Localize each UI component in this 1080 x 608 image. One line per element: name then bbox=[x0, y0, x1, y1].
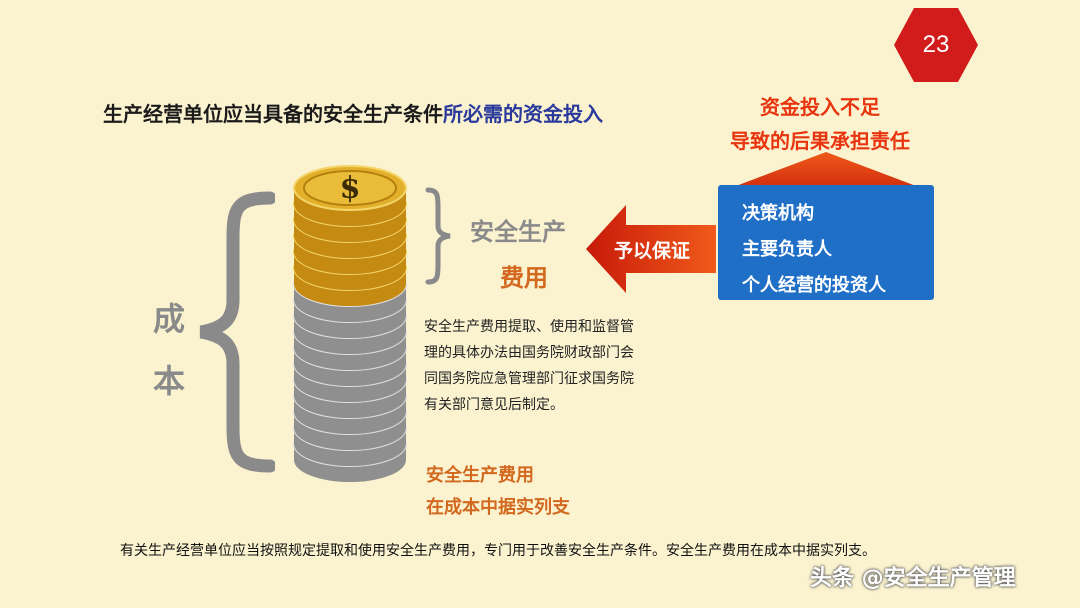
fee-title: 安全生产 bbox=[470, 218, 566, 246]
cost-label-char-1: 成 bbox=[152, 300, 185, 338]
description-line: 安全生产费用提取、使用和监督管 bbox=[424, 319, 634, 335]
description-line: 同国务院应急管理部门征求国务院 bbox=[424, 371, 634, 387]
title-highlight: 所必需的资金投入 bbox=[443, 102, 603, 126]
cost-brace-icon bbox=[199, 191, 275, 473]
description-line: 有关部门意见后制定。 bbox=[424, 397, 564, 413]
hexagon-icon bbox=[894, 8, 978, 82]
party-item: 决策机构 bbox=[742, 203, 814, 224]
left-arrow-icon bbox=[586, 205, 716, 293]
cost-label-char-2: 本 bbox=[152, 362, 185, 400]
description: 安全生产费用提取、使用和监督管 理的具体办法由国务院财政部门会 同国务院应急管理… bbox=[424, 314, 674, 418]
party-item: 主要负责人 bbox=[742, 239, 832, 260]
description-line: 理的具体办法由国务院财政部门会 bbox=[424, 345, 634, 361]
fee-subtitle: 费用 bbox=[500, 264, 548, 292]
coin-stack-illustration: $ bbox=[293, 165, 407, 482]
responsible-parties-box: 决策机构 主要负责人 个人经营的投资人 bbox=[718, 185, 934, 300]
consequence-line-2: 导致的后果承担责任 bbox=[730, 129, 910, 153]
consequence-text: 资金投入不足 导致的后果承担责任 bbox=[720, 90, 920, 158]
up-arrow-icon bbox=[736, 152, 916, 186]
footer-note: 有关生产经营单位应当按照规定提取和使用安全生产费用，专门用于改善安全生产条件。安… bbox=[120, 543, 876, 559]
title-main: 生产经营单位应当具备的安全生产条件 bbox=[103, 102, 443, 126]
emphasis-line-2: 在成本中据实列支 bbox=[426, 497, 570, 518]
fee-brace-icon bbox=[425, 187, 451, 285]
cost-label: 成 本 bbox=[148, 288, 190, 412]
page-number: 23 bbox=[922, 31, 950, 58]
page-title: 生产经营单位应当具备的安全生产条件所必需的资金投入 bbox=[103, 98, 603, 127]
guarantee-label: 予以保证 bbox=[614, 240, 691, 262]
emphasis-text: 安全生产费用 在成本中据实列支 bbox=[426, 460, 570, 524]
consequence-line-1: 资金投入不足 bbox=[760, 95, 880, 119]
dollar-icon: $ bbox=[340, 171, 361, 206]
coin-face bbox=[303, 170, 397, 206]
emphasis-line-1: 安全生产费用 bbox=[426, 465, 534, 486]
watermark: 头条 @安全生产管理 bbox=[810, 566, 1016, 591]
page-number-badge: 23 bbox=[894, 8, 978, 82]
party-item: 个人经营的投资人 bbox=[742, 275, 886, 296]
